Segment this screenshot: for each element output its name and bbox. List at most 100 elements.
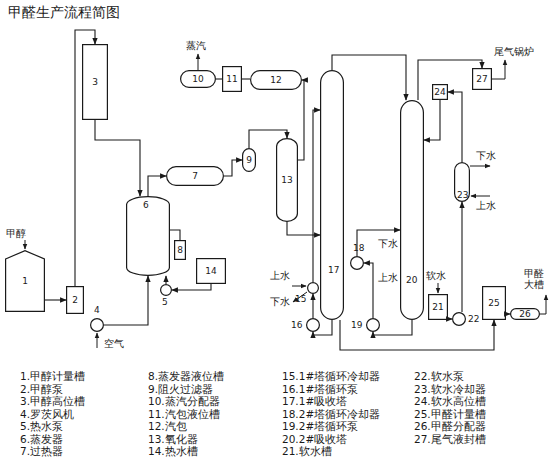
flow-label: 下水 <box>378 238 398 250</box>
legend-item: 6.蒸发器 <box>20 433 63 445</box>
callout-number: 2 <box>66 286 84 314</box>
equipment-outline <box>127 197 170 276</box>
legend-item: 9.阻火过滤器 <box>148 383 213 395</box>
legend-item: 4.罗茨风机 <box>20 408 74 420</box>
oxidizer-vessel: 13 <box>276 138 298 222</box>
flow-label: 甲醛大槽 <box>524 268 546 290</box>
pipe-line <box>242 78 250 79</box>
pipe-line <box>448 318 452 319</box>
callout-number: 4 <box>94 305 100 315</box>
callout-number: 10 <box>180 70 216 88</box>
legend-item: 13.氧化器 <box>148 433 198 445</box>
equipment-outline <box>511 309 540 320</box>
equipment-shape <box>400 100 424 320</box>
callout-number: 14 <box>196 258 226 284</box>
flow-label: 蒸汽 <box>186 40 206 52</box>
flow-label: 尾气锅炉 <box>494 46 534 58</box>
callout-number: 6 <box>143 200 149 210</box>
level-tank: 11 <box>222 66 242 92</box>
equipment-shape <box>307 282 319 294</box>
equipment-outline <box>91 319 104 332</box>
tail-gas-line <box>492 60 505 79</box>
pipe-line <box>287 222 320 235</box>
flow-label: 甲醇 <box>6 228 26 240</box>
equipment-outline <box>453 313 466 326</box>
legend-item: 22.软水泵 <box>414 370 464 382</box>
equipment-shape <box>452 312 466 326</box>
water-tank: 14 <box>196 258 226 284</box>
head-tank: 3 <box>82 44 108 120</box>
callout-number: 26 <box>510 308 540 320</box>
pipe-line <box>148 176 166 196</box>
flow-label: 软水 <box>426 270 446 282</box>
equipment-outline <box>277 139 298 222</box>
legend-item: 21.软水槽 <box>282 445 332 457</box>
evaporator-vessel: 6 <box>126 196 170 276</box>
flow-label: 上水 <box>270 270 290 282</box>
water-inlet <box>292 286 306 287</box>
equipment-outline <box>181 71 216 88</box>
callout-number: 25 <box>482 286 506 320</box>
legend-item: 12.汽包 <box>148 420 187 432</box>
pipe-line <box>364 263 373 318</box>
distributor-vessel: 26 <box>510 308 540 320</box>
pipe-line <box>424 100 440 140</box>
cooler-vessel: 23 <box>454 162 470 202</box>
superheater-vessel: 7 <box>166 166 224 186</box>
legend-item: 2.甲醇泵 <box>20 383 63 395</box>
callout-number: 22 <box>468 314 479 324</box>
legend-item: 18.2#塔循环冷却器 <box>282 408 380 420</box>
callout-number: 11 <box>222 66 242 92</box>
blower-symbol: 4 <box>90 318 104 332</box>
equipment-outline <box>83 45 108 120</box>
callout-number: 16 <box>291 320 302 330</box>
equipment-shape <box>350 256 364 270</box>
equipment-shape <box>90 318 104 332</box>
pipe-line <box>313 110 320 282</box>
equipment-outline <box>433 85 448 100</box>
equipment-outline <box>455 163 470 202</box>
measuring-tank: 25 <box>482 286 506 320</box>
pipe-line <box>165 276 166 284</box>
callout-number: 9 <box>242 148 256 172</box>
callout-number: 15 <box>295 294 306 304</box>
legend-item: 8.蒸发器液位槽 <box>148 370 224 382</box>
equipment-outline <box>251 71 302 90</box>
legend-item: 11.汽包液位槽 <box>148 408 220 420</box>
pipe-line <box>224 160 242 176</box>
callout-number: 1 <box>5 250 45 312</box>
legend-item: 23.软水冷却器 <box>414 383 486 395</box>
pump-symbol: 19 <box>366 318 380 332</box>
legend-item: 3.甲醇高位槽 <box>20 395 85 407</box>
legend-item: 19.2#塔循环泵 <box>282 420 358 432</box>
pipe-line <box>172 284 211 290</box>
callout-number: 7 <box>166 166 224 186</box>
equipment-outline <box>197 259 226 284</box>
equipment-outline <box>321 71 344 320</box>
callout-number: 20 <box>406 275 417 285</box>
air-inlet <box>97 333 98 348</box>
pipe-line <box>216 78 222 79</box>
equipment-shape <box>306 318 320 332</box>
legend-item: 20.2#吸收塔 <box>282 433 347 445</box>
absorption-tower: 17 <box>320 70 344 320</box>
equipment-outline <box>308 283 319 294</box>
steam-distributor: 10 <box>180 70 216 88</box>
legend-item: 17.1#吸收塔 <box>282 395 347 407</box>
filter-vessel: 9 <box>242 148 256 172</box>
soft-water-tank: 21 <box>428 294 448 320</box>
legend-item: 25.甲醛计量槽 <box>414 408 486 420</box>
legend-item: 24.软水高位槽 <box>414 395 486 407</box>
equipment-outline <box>401 101 424 320</box>
equipment-outline <box>483 287 506 320</box>
callout-number: 8 <box>174 240 186 260</box>
callout-number: 23 <box>457 190 468 200</box>
legend-item: 10.蒸汽分配器 <box>148 395 220 407</box>
water-outlet <box>470 166 490 167</box>
equipment-shape <box>320 70 344 320</box>
legend-item: 5.热水泵 <box>20 420 63 432</box>
legend-item: 14.热水槽 <box>148 445 198 457</box>
flow-label: 下水 <box>476 150 496 162</box>
callout-number: 19 <box>351 320 362 330</box>
callout-number: 17 <box>328 265 339 275</box>
